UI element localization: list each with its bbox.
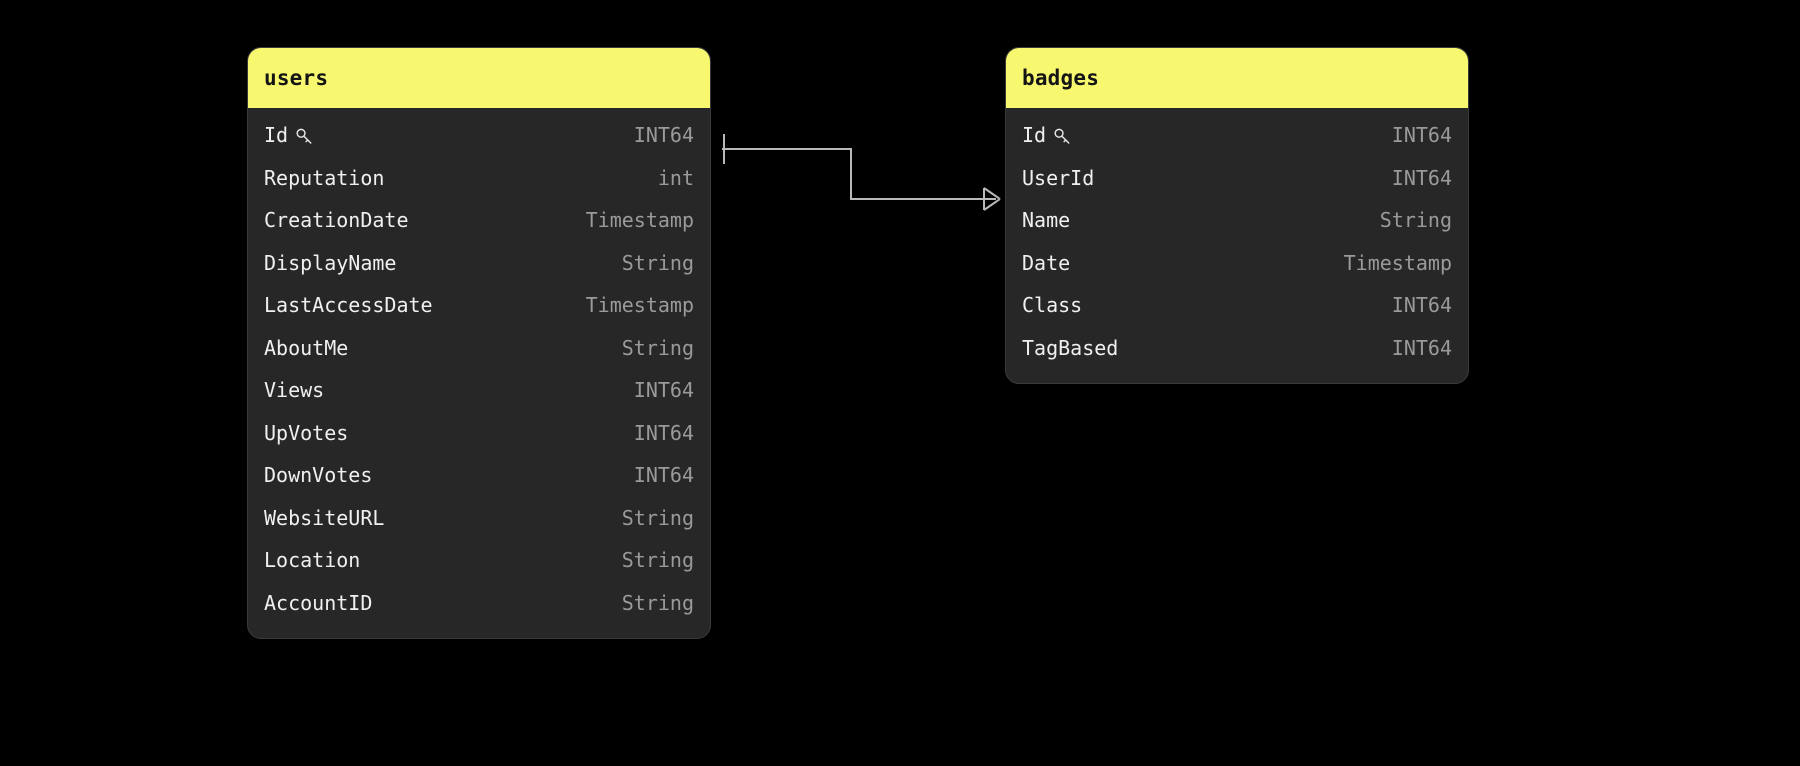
field-row[interactable]: Class INT64 bbox=[1006, 284, 1468, 327]
field-name-cell: AccountID bbox=[264, 591, 372, 615]
field-row[interactable]: UpVotes INT64 bbox=[248, 412, 710, 455]
field-label: Date bbox=[1022, 250, 1071, 275]
field-row[interactable]: AboutMe String bbox=[248, 327, 710, 370]
field-type-cell: String bbox=[621, 250, 694, 275]
field-label: Class bbox=[1022, 293, 1083, 318]
field-name-cell: Class bbox=[1022, 293, 1082, 317]
field-type-cell: String bbox=[1379, 208, 1452, 233]
field-label: TagBased bbox=[1022, 335, 1119, 360]
field-name-cell: UpVotes bbox=[264, 421, 348, 445]
field-label: Id bbox=[264, 123, 289, 148]
field-name-cell: Reputation bbox=[264, 166, 384, 190]
field-type-cell: String bbox=[621, 590, 694, 615]
entity-fields-badges: Id INT64 UserId INT64 bbox=[1006, 108, 1468, 383]
field-type-cell: Timestamp bbox=[585, 208, 694, 233]
field-name-cell: AboutMe bbox=[264, 336, 348, 360]
entity-table-users[interactable]: users Id INT64 Reputatio bbox=[247, 47, 711, 639]
field-type-cell: INT64 bbox=[1391, 123, 1452, 148]
entity-title-users: users bbox=[248, 48, 710, 108]
field-label: DownVotes bbox=[264, 463, 373, 488]
field-row[interactable]: AccountID String bbox=[248, 582, 710, 625]
field-name-cell: DownVotes bbox=[264, 463, 372, 487]
cardinality-many-marker bbox=[983, 187, 1001, 211]
field-row[interactable]: DownVotes INT64 bbox=[248, 454, 710, 497]
field-type-cell: String bbox=[621, 505, 694, 530]
field-type-cell: INT64 bbox=[1391, 165, 1452, 190]
field-row[interactable]: UserId INT64 bbox=[1006, 157, 1468, 200]
field-label: CreationDate bbox=[264, 208, 409, 233]
field-row[interactable]: WebsiteURL String bbox=[248, 497, 710, 540]
field-type-cell: INT64 bbox=[633, 420, 694, 445]
field-label: Reputation bbox=[264, 165, 385, 190]
field-type-cell: String bbox=[621, 335, 694, 360]
field-name-cell: Id bbox=[1022, 123, 1072, 147]
field-type-cell: INT64 bbox=[633, 463, 694, 488]
field-type-cell: INT64 bbox=[633, 378, 694, 403]
field-name-cell: Date bbox=[1022, 251, 1070, 275]
field-name-cell: Views bbox=[264, 378, 324, 402]
field-row[interactable]: Id INT64 bbox=[1006, 114, 1468, 157]
field-row[interactable]: TagBased INT64 bbox=[1006, 327, 1468, 370]
field-row[interactable]: Name String bbox=[1006, 199, 1468, 242]
field-name-cell: WebsiteURL bbox=[264, 506, 384, 530]
entity-table-badges[interactable]: badges Id INT64 UserId bbox=[1005, 47, 1469, 384]
relationship-users-id-to-badges-userid[interactable] bbox=[722, 134, 1001, 211]
field-label: Views bbox=[264, 378, 325, 403]
entity-fields-users: Id INT64 Reputation int bbox=[248, 108, 710, 638]
field-row[interactable]: Location String bbox=[248, 539, 710, 582]
field-name-cell: TagBased bbox=[1022, 336, 1118, 360]
key-icon bbox=[1053, 127, 1072, 146]
field-label: UserId bbox=[1022, 165, 1095, 190]
field-row[interactable]: Views INT64 bbox=[248, 369, 710, 412]
field-type-cell: Timestamp bbox=[1343, 250, 1452, 275]
field-name-cell: Location bbox=[264, 548, 360, 572]
field-name-cell: CreationDate bbox=[264, 208, 409, 232]
field-name-cell: UserId bbox=[1022, 166, 1094, 190]
field-name-cell: LastAccessDate bbox=[264, 293, 433, 317]
field-row[interactable]: LastAccessDate Timestamp bbox=[248, 284, 710, 327]
field-label: LastAccessDate bbox=[264, 293, 433, 318]
field-label: AboutMe bbox=[264, 335, 349, 360]
relationship-line bbox=[722, 148, 996, 200]
field-type-cell: INT64 bbox=[1391, 293, 1452, 318]
field-name-cell: DisplayName bbox=[264, 251, 396, 275]
field-label: Id bbox=[1022, 123, 1047, 148]
field-name-cell: Name bbox=[1022, 208, 1070, 232]
field-type-cell: String bbox=[621, 548, 694, 573]
field-name-cell: Id bbox=[264, 123, 314, 147]
field-label: Name bbox=[1022, 208, 1071, 233]
field-label: Location bbox=[264, 548, 361, 573]
field-label: AccountID bbox=[264, 590, 373, 615]
field-type-cell: INT64 bbox=[1391, 335, 1452, 360]
field-type-cell: INT64 bbox=[633, 123, 694, 148]
field-label: DisplayName bbox=[264, 250, 397, 275]
field-type-cell: Timestamp bbox=[585, 293, 694, 318]
field-label: UpVotes bbox=[264, 420, 349, 445]
field-row[interactable]: CreationDate Timestamp bbox=[248, 199, 710, 242]
field-row[interactable]: Reputation int bbox=[248, 157, 710, 200]
key-icon bbox=[295, 127, 314, 146]
field-row[interactable]: Date Timestamp bbox=[1006, 242, 1468, 285]
field-row[interactable]: Id INT64 bbox=[248, 114, 710, 157]
field-row[interactable]: DisplayName String bbox=[248, 242, 710, 285]
entity-title-badges: badges bbox=[1006, 48, 1468, 108]
field-type-cell: int bbox=[657, 165, 694, 190]
field-label: WebsiteURL bbox=[264, 505, 385, 530]
